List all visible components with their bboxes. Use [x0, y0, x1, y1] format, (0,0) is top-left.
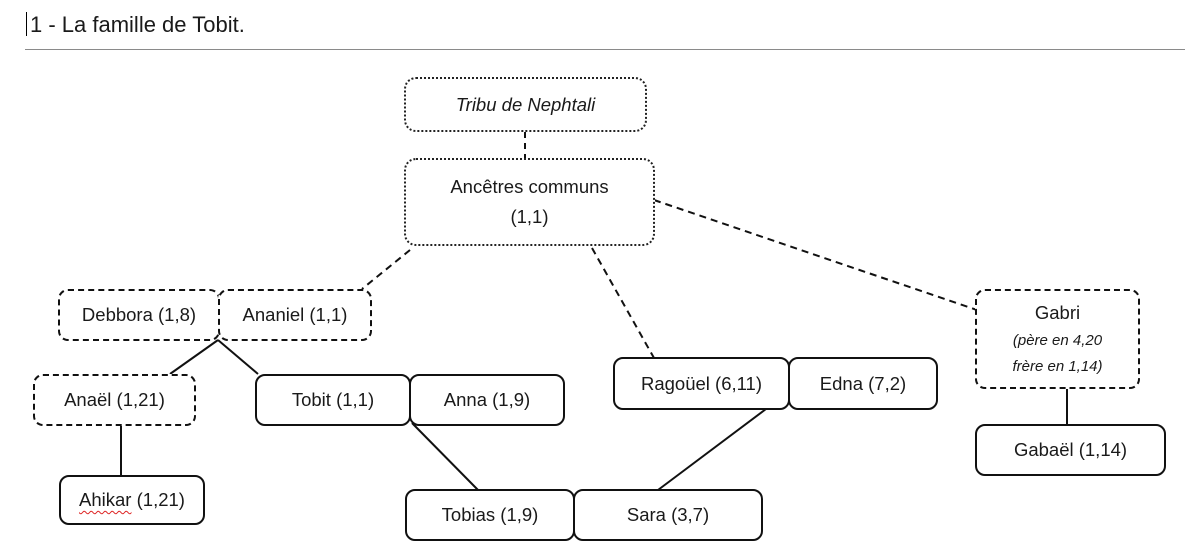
box-tobias-label: Tobias (1,9) — [441, 504, 539, 526]
box-ragouel-label: Ragoüel (6,11) — [640, 372, 762, 394]
box-gabael: Gabaël (1,14) — [975, 424, 1166, 476]
box-ahikar: Ahikar (1,21) — [59, 475, 205, 525]
box-anna-label: Anna (1,9) — [443, 389, 531, 411]
link-ancetres-ragouel — [591, 247, 655, 359]
box-gabri-note-2: frère en 1,14) — [1012, 357, 1103, 375]
box-gabri-label: Gabri — [1034, 301, 1081, 323]
box-gabri-note-1: (père en 4,20 — [1012, 331, 1103, 349]
page-title-text: 1 - La famille de Tobit. — [30, 12, 245, 37]
box-sara: Sara (3,7) — [573, 489, 763, 541]
box-gabri: Gabri (père en 4,20 frère en 1,14) — [975, 289, 1140, 389]
box-ancetres-label: Ancêtres communs — [450, 176, 609, 198]
box-tobias: Tobias (1,9) — [405, 489, 575, 541]
spellcheck-underline-ahikar: Ahikar — [79, 489, 132, 511]
box-ancetres: Ancêtres communs (1,1) — [404, 158, 655, 246]
box-anael-label: Anaël (1,21) — [64, 389, 165, 411]
box-sara-label: Sara (3,7) — [626, 504, 710, 526]
heading-divider — [25, 49, 1185, 50]
box-debbora-label: Debbora (1,8) — [81, 304, 197, 326]
box-ahikar-text: Ahikar (1,21) — [79, 485, 185, 515]
box-tobit: Tobit (1,1) — [255, 374, 411, 426]
link-couple-tobit — [217, 339, 259, 375]
text-cursor — [26, 12, 27, 36]
link-couple-anael — [169, 339, 219, 375]
box-tribu-label: Tribu de Nephtali — [455, 93, 596, 115]
box-ananiel-label: Ananiel (1,1) — [242, 304, 348, 326]
box-debbora: Debbora (1,8) — [58, 289, 220, 341]
box-anna: Anna (1,9) — [409, 374, 565, 426]
box-ananiel: Ananiel (1,1) — [218, 289, 372, 341]
box-edna-label: Edna (7,2) — [819, 372, 907, 394]
box-anael: Anaël (1,21) — [33, 374, 196, 426]
page-title: 1 - La famille de Tobit. — [26, 12, 245, 38]
box-gabael-label: Gabaël (1,14) — [1013, 439, 1128, 461]
link-ancetres-gabri — [653, 199, 978, 311]
link-tobit-tobias — [411, 422, 479, 491]
box-edna: Edna (7,2) — [788, 357, 938, 410]
box-ancetres-ref: (1,1) — [510, 206, 549, 227]
box-ragouel: Ragoüel (6,11) — [613, 357, 790, 410]
link-ancetres-ananiel — [361, 249, 411, 290]
link-edna-sara — [657, 408, 767, 491]
box-tribu: Tribu de Nephtali — [404, 77, 647, 132]
box-tobit-label: Tobit (1,1) — [291, 389, 375, 411]
box-ahikar-ref: (1,21) — [131, 489, 185, 511]
